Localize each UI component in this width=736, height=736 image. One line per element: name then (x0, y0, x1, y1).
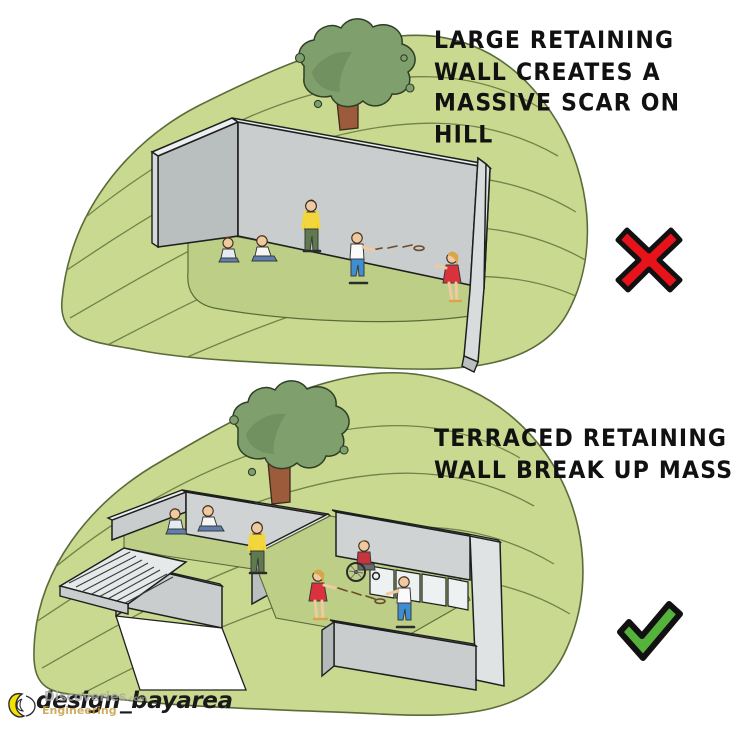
tree-canopy (232, 380, 350, 470)
watermark-logo-icon (8, 692, 36, 718)
cross-mark (612, 222, 686, 296)
person-seated-left-b (165, 508, 188, 535)
bottom-tree (229, 380, 350, 505)
person-frisbee-thrower-b (385, 576, 416, 629)
terrace-wall-front-cap (329, 619, 479, 648)
watermark-overlay-suffix: .com (126, 694, 147, 703)
person-frisbee-thrower (348, 232, 376, 285)
watermark-overlay-text: Discoveries (44, 690, 127, 705)
person-standing-yellow (301, 199, 322, 253)
caption-top: LARGE RETAINING WALL CREATES A MASSIVE S… (434, 27, 681, 149)
bottom-frisbee (337, 587, 386, 605)
watermark-handle: design_bayarea (36, 688, 233, 714)
check-mark-icon (617, 601, 683, 661)
bottom-people (165, 505, 416, 629)
caption-bottom: TERRACED RETAINING WALL BREAK UP MASS (434, 425, 734, 485)
watermark-overlay-line2: Engineering (42, 704, 117, 717)
terrace-staircase (58, 547, 188, 615)
top-panel-illustration (61, 18, 589, 373)
person-seated-right (251, 235, 278, 262)
top-people (218, 199, 463, 303)
person-frisbee-catcher (434, 251, 463, 303)
person-frisbee-catcher-b (308, 569, 337, 621)
person-seated-left (218, 236, 240, 263)
bottom-panel-illustration (33, 372, 584, 717)
person-seated-right-b (197, 505, 225, 532)
cross-mark-icon (615, 227, 683, 293)
terrace-wall-right-slab-cap (465, 532, 503, 544)
terrace-wall-front-left-return (321, 620, 335, 678)
tree-canopy (298, 18, 416, 108)
watermark: design_bayarea Discoveries.com Engineeri… (6, 686, 233, 730)
person-wheelchair-user (346, 540, 381, 582)
terrace-lowleft-platform (115, 615, 247, 691)
watermark-overlay-line1: Discoveries.com (44, 690, 147, 705)
top-tree (294, 18, 416, 131)
check-mark (612, 596, 686, 670)
person-standing-yellow-b (247, 521, 268, 575)
